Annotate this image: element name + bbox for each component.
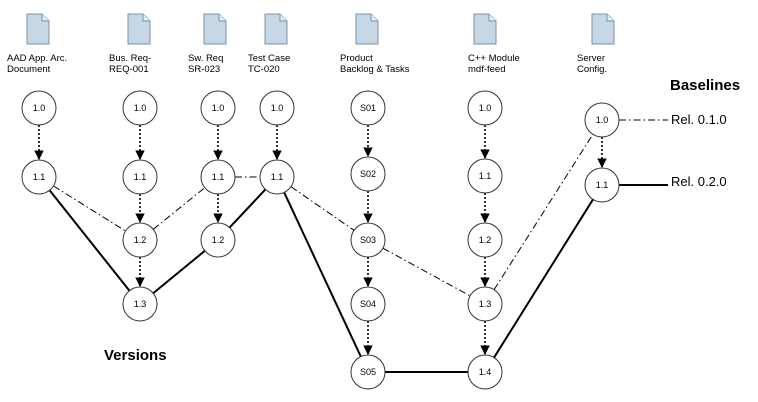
document-label-line: Server <box>577 53 605 64</box>
connections-layer <box>34 119 668 373</box>
document-icon <box>473 13 497 45</box>
version-label: 1.0 <box>271 103 284 113</box>
document-label-line: AAD App. Arc. <box>7 53 67 64</box>
version-node: 1.2 <box>467 222 503 258</box>
nodes-layer: 1.0 1.1 1.0 1.1 1.2 1.3 1.0 1.1 1.2 1.0 1.1 S01S02S… <box>21 90 620 390</box>
version-label: S05 <box>360 367 376 377</box>
version-node: 1.2 <box>122 222 158 258</box>
version-node: S02 <box>350 156 386 192</box>
version-node: 1.3 <box>467 286 503 322</box>
document-label-line: REQ-001 <box>109 64 149 75</box>
documents-layer <box>26 13 615 45</box>
version-node: 1.1 <box>21 159 57 195</box>
version-label: 1.0 <box>134 103 147 113</box>
document-label-line: mdf-feed <box>468 64 506 75</box>
document-icon <box>591 13 615 45</box>
document-icon <box>127 13 151 45</box>
document-label-line: TC-020 <box>248 64 280 75</box>
baselines-heading: Baselines <box>670 77 740 94</box>
document-icon <box>355 13 379 45</box>
document-icon <box>26 13 50 45</box>
document-icon <box>203 13 227 45</box>
version-label: S03 <box>360 235 376 245</box>
version-label: 1.4 <box>479 367 492 377</box>
version-node: S05 <box>350 354 386 390</box>
version-label: 1.0 <box>596 115 609 125</box>
baseline-segment <box>493 134 594 290</box>
baseline-segment <box>152 187 206 230</box>
version-label: 1.1 <box>134 172 147 182</box>
baseline-segment <box>283 191 362 358</box>
document-label-line: Bus. Req- <box>109 53 151 64</box>
document-label-line: Backlog & Tasks <box>340 64 410 75</box>
versions-heading: Versions <box>104 347 167 364</box>
version-label: 1.2 <box>212 235 225 245</box>
version-node: S04 <box>350 286 386 322</box>
version-label: 1.0 <box>212 103 225 113</box>
version-node: 1.0 <box>200 90 236 126</box>
labels-layer: Baselines Versions AAD App. Arc.Document… <box>7 53 740 364</box>
document-icon <box>264 13 288 45</box>
version-label: 1.1 <box>479 171 492 181</box>
document-label-line: Product <box>340 53 373 64</box>
version-label: 1.0 <box>479 103 492 113</box>
baseline-segment <box>228 188 267 229</box>
version-node: 1.1 <box>200 159 236 195</box>
baseline-segment <box>290 186 355 231</box>
version-node: 1.1 <box>584 167 620 203</box>
document-label-line: C++ Module <box>468 53 520 64</box>
version-label: S01 <box>360 103 376 113</box>
baseline-segment <box>382 247 471 297</box>
version-label: 1.1 <box>212 172 225 182</box>
version-node: S01 <box>350 90 386 126</box>
version-label: 1.2 <box>134 235 147 245</box>
version-node: 1.0 <box>21 90 57 126</box>
baseline-release-label: Rel. 0.1.0 <box>671 112 727 127</box>
version-node: 1.0 <box>259 90 295 126</box>
version-node: 1.0 <box>584 102 620 138</box>
document-label-line: Test Case <box>248 53 290 64</box>
version-node: 1.3 <box>122 286 158 322</box>
document-label-line: SR-023 <box>188 64 220 75</box>
version-node: S03 <box>350 222 386 258</box>
baseline-segment <box>493 198 594 359</box>
baseline-release-label: Rel. 0.2.0 <box>671 174 727 189</box>
document-label-line: Document <box>7 64 51 75</box>
version-label: 1.3 <box>134 299 147 309</box>
baseline-segment <box>48 189 131 292</box>
version-label: 1.1 <box>271 172 284 182</box>
document-label-line: Config. <box>577 64 607 75</box>
document-label-line: Sw. Req <box>188 53 223 64</box>
version-label: S04 <box>360 299 376 309</box>
version-node: 1.2 <box>200 222 236 258</box>
version-label: 1.1 <box>596 180 609 190</box>
version-node: 1.0 <box>122 90 158 126</box>
version-label: 1.0 <box>33 103 46 113</box>
version-label: 1.3 <box>479 299 492 309</box>
baseline-segment <box>152 250 206 294</box>
version-label: 1.2 <box>479 235 492 245</box>
version-label: 1.1 <box>33 172 46 182</box>
version-node: 1.4 <box>467 354 503 390</box>
version-label: S02 <box>360 169 376 179</box>
version-node: 1.1 <box>259 159 295 195</box>
version-node: 1.0 <box>467 90 503 126</box>
version-node: 1.1 <box>467 158 503 194</box>
version-node: 1.1 <box>122 159 158 195</box>
